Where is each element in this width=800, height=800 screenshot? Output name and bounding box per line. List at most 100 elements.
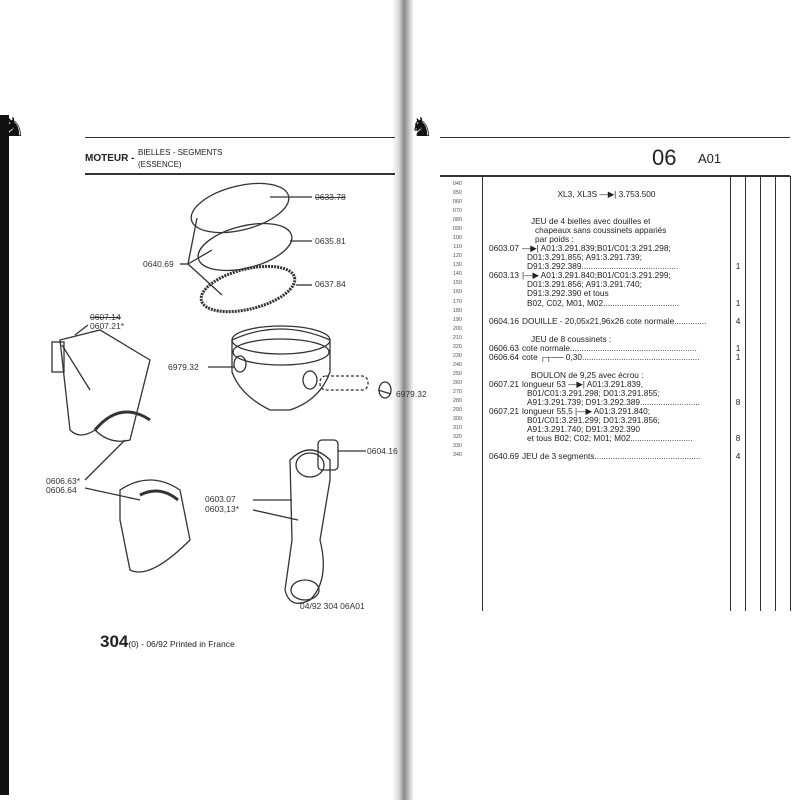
- row-number: 090: [452, 226, 462, 233]
- row-number: 300: [452, 416, 462, 423]
- header-rule-top: [85, 137, 395, 138]
- row-number: 160: [452, 289, 462, 296]
- table-divider: [775, 176, 776, 611]
- part-reference: 0603.13: [489, 270, 519, 281]
- rod-bolt: [51, 341, 65, 373]
- footer-text: (0) - 06/92 Printed in France: [128, 639, 235, 649]
- part-reference: 0640.69: [489, 451, 519, 462]
- quantity: 8: [735, 433, 741, 444]
- row-number: 040: [452, 181, 462, 187]
- part-description: DOUILLE - 20,05x21,96x26 cote normale...…: [522, 315, 707, 326]
- row-number: 120: [452, 253, 462, 260]
- callout-0606-63: 0606.63*: [46, 476, 81, 486]
- part-description: chapeaux sans coussinets appariés: [535, 225, 667, 236]
- row-number: 320: [452, 434, 462, 441]
- row-number: 290: [452, 407, 462, 413]
- row-number: 310: [452, 425, 462, 432]
- bearing-shell-lower: [139, 489, 179, 502]
- callout-0603-13: 0603,13*: [205, 504, 240, 514]
- part-description: longueur 55,5 |—▶ A01:3.291.840;: [522, 406, 651, 416]
- rod-cap-assembly: [59, 329, 151, 442]
- piston-ring-top: [190, 182, 290, 234]
- book-fold-shadow: [392, 0, 414, 800]
- row-number: 280: [452, 397, 462, 404]
- part-description: A91:3.291.740; D91:3.292.390: [527, 424, 641, 435]
- row-number: 200: [452, 325, 462, 332]
- row-number: 130: [452, 262, 462, 269]
- callout-0633-78: 0633.78: [315, 192, 346, 202]
- callout-0637-84: 0637.84: [315, 279, 346, 289]
- group-code: A01: [698, 151, 722, 166]
- part-description: A91:3.291.739; D91:3.292.389............…: [527, 396, 700, 407]
- callout-0603-07: 0603.07: [205, 494, 236, 504]
- row-number: 270: [452, 388, 462, 395]
- row-number: 330: [452, 443, 462, 450]
- figure-reference: 04/92 304 06A01: [300, 601, 365, 611]
- part-description: et tous B02; C02; M01; M02..............…: [527, 433, 693, 444]
- part-description: BOULON de 9,25 avec écrou :: [531, 369, 644, 380]
- callout-6979-32-left: 6979.32: [168, 362, 199, 372]
- row-number: 050: [452, 190, 462, 197]
- bearing-shell-upper: [93, 410, 151, 431]
- peugeot-lion-logo-right: ♞: [410, 112, 434, 142]
- part-description: XL3, XL3S —▶| 3.753.500: [557, 189, 656, 200]
- callout-0604-16: 0604.16: [367, 446, 398, 456]
- table-divider: [760, 176, 761, 611]
- row-number: 190: [452, 316, 462, 323]
- callout-6979-32-right: 6979.32: [396, 389, 427, 399]
- part-description: JEU de 4 bielles avec douilles et: [531, 216, 651, 227]
- part-reference: 0603.07: [489, 243, 519, 254]
- section-subtitle-2: (ESSENCE): [138, 160, 182, 169]
- row-number: 140: [452, 271, 462, 278]
- part-description: —▶| A01:3.291.839;B01/C01:3.291.298;: [522, 243, 671, 254]
- row-number: 210: [452, 334, 462, 341]
- quantity: 4: [735, 315, 741, 326]
- part-description: JEU de 8 coussinets :: [531, 333, 612, 344]
- part-description: cote normale............................…: [522, 342, 697, 353]
- part-description: |—▶ A01:3.291.840;B01/C01:3.291.299;: [522, 270, 671, 281]
- row-number: 110: [453, 244, 462, 251]
- part-reference: 0606.64: [489, 351, 519, 362]
- part-description: B01/C01:3.291.299; D01:3.291.856;: [527, 415, 660, 426]
- row-number: 250: [452, 370, 462, 377]
- part-reference: 0606.63: [489, 342, 519, 353]
- page-footer: 304(0) - 06/92 Printed in France: [100, 632, 235, 652]
- part-reference: 0607.21: [489, 406, 519, 416]
- part-reference: 0604.16: [489, 315, 519, 326]
- part-description: longueur 53 —▶| A01:3.291.839,: [522, 378, 644, 389]
- page-number: 304: [100, 632, 129, 651]
- section-subtitle-1: BIELLES - SEGMENTS: [138, 148, 223, 157]
- row-number: 260: [452, 379, 462, 386]
- page-edge-bar: [0, 115, 9, 795]
- row-number: 170: [452, 298, 462, 305]
- row-number: 230: [452, 352, 462, 359]
- part-description: D01:3.291.856; A91:3.291.740;: [527, 279, 642, 290]
- rod-cap-lower: [119, 479, 191, 573]
- part-description: D91:3.292.389...........................…: [527, 261, 679, 272]
- row-number: 060: [452, 199, 462, 206]
- quantity: 1: [735, 297, 741, 308]
- quantity: 1: [735, 351, 741, 362]
- part-description: B02, C02, M01, M02......................…: [527, 297, 680, 308]
- header-rule-bottom: [85, 173, 395, 175]
- quantity: 8: [735, 396, 741, 407]
- table-divider: [482, 176, 483, 611]
- row-number: 240: [452, 361, 462, 368]
- part-description: D91:3.292.390 et tous: [527, 288, 609, 299]
- callout-0607-21: 0607.21*: [90, 321, 125, 331]
- row-number: 340: [452, 452, 462, 459]
- piston-ring-oil: [199, 264, 297, 314]
- table-divider: [730, 176, 731, 611]
- table-divider: [790, 176, 791, 611]
- part-reference: 0607.21: [489, 378, 519, 389]
- table-divider: [745, 176, 746, 611]
- quantity: 1: [735, 342, 741, 353]
- row-number: 080: [452, 217, 462, 224]
- piston-pin: [319, 375, 369, 391]
- section-title: MOTEUR -: [85, 153, 135, 164]
- callout-0640-69: 0640.69: [143, 259, 174, 269]
- part-description: D01:3.291.855; A91:3.291.739;: [527, 252, 642, 263]
- exploded-parts-diagram: [51, 182, 392, 604]
- row-number: 070: [452, 208, 462, 215]
- circlip-right: [378, 381, 392, 399]
